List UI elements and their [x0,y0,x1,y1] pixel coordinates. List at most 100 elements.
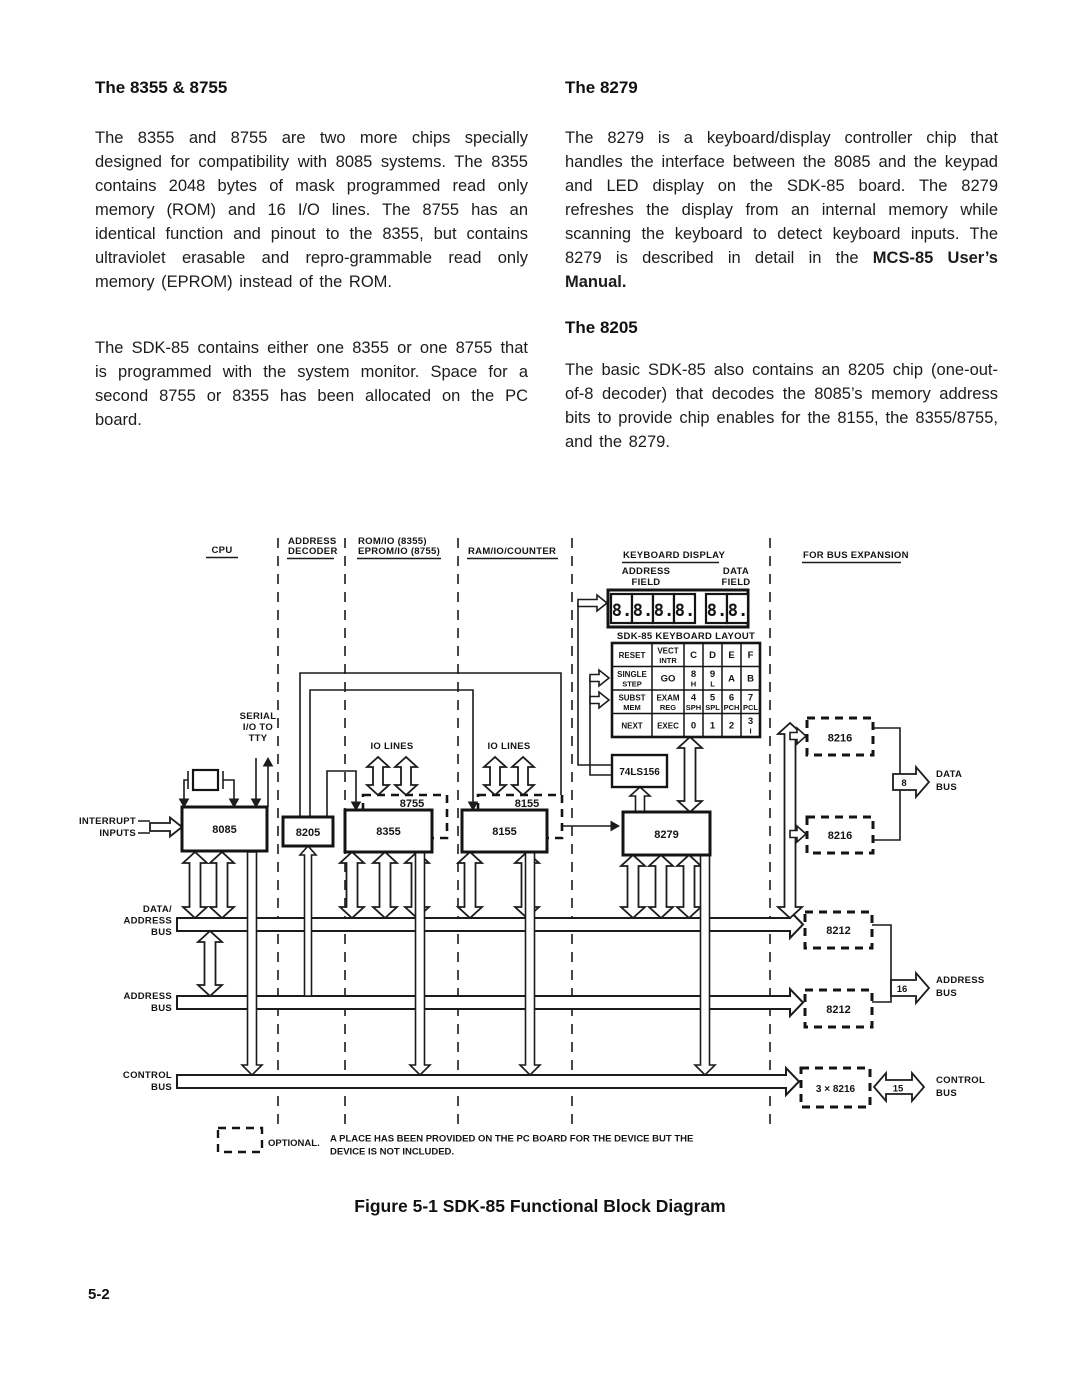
keyboard-key-label: F [748,650,754,661]
display-digit: 8. [633,601,653,621]
keyboard-key-label: 1 [710,720,716,731]
keyboard-key-label: VECT [657,646,678,655]
chip-label-8155-optional: 8155 [515,798,539,810]
section-8355-8755: The 8355 & 8755 The 8355 and 8755 are tw… [95,78,528,432]
keyboard-key-label: D [709,650,716,661]
paragraph: The 8279 is a keyboard/display controlle… [565,126,998,294]
svg-text:I/O TO: I/O TO [243,722,273,733]
chip-8212-top [803,910,874,950]
keyboard-key-label: 6 [729,692,734,703]
svg-text:BUS: BUS [936,1088,957,1099]
control-bus-width: 15 [893,1084,904,1095]
chip-label-8355: 8355 [376,826,400,838]
col-label-address-decoder: ADDRESS [288,536,337,547]
section-heading: The 8355 & 8755 [95,78,228,97]
keyboard-key-label: SPH [686,703,701,712]
keyboard-key-label: RESET [619,651,646,660]
keyboard-key-label: 5 [710,692,716,703]
chip-label-8085: 8085 [212,824,236,836]
chip-label-8155: 8155 [492,826,516,838]
crystal [191,768,220,792]
legend-note: A PLACE HAS BEEN PROVIDED ON THE PC BOAR… [330,1134,693,1145]
paragraph: The SDK-85 contains either one 8355 or o… [95,339,528,429]
chip-8216-top [805,716,875,757]
display-digit: 8. [654,601,674,621]
column-separators [277,538,771,1125]
keyboard-key-label: 8 [691,669,696,680]
chip-label-8755: 8755 [400,798,424,810]
data-bus-width: 8 [901,778,906,789]
col-label-ram-io: RAM/IO/COUNTER [468,546,556,557]
keyboard-layout-title: SDK-85 KEYBOARD LAYOUT [617,631,755,642]
svg-text:DECODER: DECODER [288,546,338,557]
keyboard-key-label: GO [661,673,676,684]
display-digit: 8. [612,601,632,621]
keyboard-key-label: SINGLE [617,670,647,679]
svg-text:BUS: BUS [936,782,957,793]
col-label-rom-io: ROM/IO (8355) [358,536,427,547]
chip-8212-bottom [803,988,874,1029]
display-digit: 8. [728,601,748,621]
keyboard-key-label: 7 [748,692,753,703]
svg-text:FIELD: FIELD [632,577,661,588]
data-bus-right-label: DATA [936,769,962,780]
signal-routes [138,603,901,1003]
display-digit-cell [725,592,750,625]
chip-8205 [281,815,335,848]
svg-text:BUS: BUS [936,988,957,999]
chip-74ls156 [610,753,669,789]
keyboard-key-label: 3 [748,716,753,727]
keyboard-key-label: SPL [705,703,720,712]
svg-text:DEVICE IS NOT INCLUDED.: DEVICE IS NOT INCLUDED. [330,1147,454,1158]
keyboard-key-label: PCL [743,703,758,712]
paragraph: The basic SDK-85 also contains an 8205 c… [565,361,998,451]
keyboard-key-label: B [747,673,754,684]
chip-boxes [180,716,875,1154]
svg-text:ADDRESS: ADDRESS [123,916,172,927]
keyboard-key-label: E [728,650,734,661]
keyboard-key-label: STEP [622,679,642,688]
control-bus-label: CONTROL [123,1070,172,1081]
bus-arrows [149,593,931,1104]
address-bus-label: ADDRESS [123,991,172,1002]
keyboard-key-label: A [728,673,735,684]
figure-caption: Figure 5-1 SDK-85 Functional Block Diagr… [354,1196,726,1216]
section-8279: The 8279 The 8279 is a keyboard/display … [565,78,998,454]
io-lines-label-8355: IO LINES [370,741,413,752]
page-number: 5-2 [88,1286,110,1303]
keyboard-key-label: SUBST [618,693,645,702]
svg-text:BUS: BUS [151,1003,172,1014]
paragraph: The 8355 and 8755 are two more chips spe… [95,129,528,291]
keyboard-key-label: L [710,679,715,688]
paragraph-bold: MCS-85 User’s Manual. [565,249,998,291]
svg-text:BUS: BUS [151,1082,172,1093]
chip-label-8212-bottom: 8212 [826,1004,850,1016]
chip-8085 [180,805,269,853]
keyboard-key-label: H [691,679,696,688]
keyboard-key-label: 9 [710,669,715,680]
chip-label-8216-top: 8216 [828,733,852,745]
chip-label-74ls156: 74LS156 [619,767,660,778]
svg-text:TTY: TTY [249,733,268,744]
section-heading: The 8279 [565,78,638,97]
chip-label-3x8216: 3 × 8216 [816,1084,856,1095]
chip-3x8216 [799,1066,872,1109]
legend-optional-box [216,1126,264,1154]
paragraph-body: The 8279 is a keyboard/display controlle… [565,129,998,267]
keyboard-key-label: I [749,726,751,735]
keyboard-key-label: 2 [729,720,734,731]
io-lines-label-8155: IO LINES [487,741,530,752]
address-bus-right-label: ADDRESS [936,975,985,986]
keyboard-key-label: 0 [691,720,696,731]
chip-label-8279: 8279 [654,829,678,841]
chip-label-8205: 8205 [296,827,320,839]
serial-io-label: SERIAL [240,711,277,722]
svg-text:BUS: BUS [151,927,172,938]
control-bus-right-label: CONTROL [936,1075,985,1086]
chip-8216-bottom [805,815,875,855]
chip-label-8216-bottom: 8216 [828,830,852,842]
keyboard-key-label: C [690,650,697,661]
keyboard-key-label: PCH [724,703,740,712]
legend-optional-label: OPTIONAL. [268,1138,320,1149]
